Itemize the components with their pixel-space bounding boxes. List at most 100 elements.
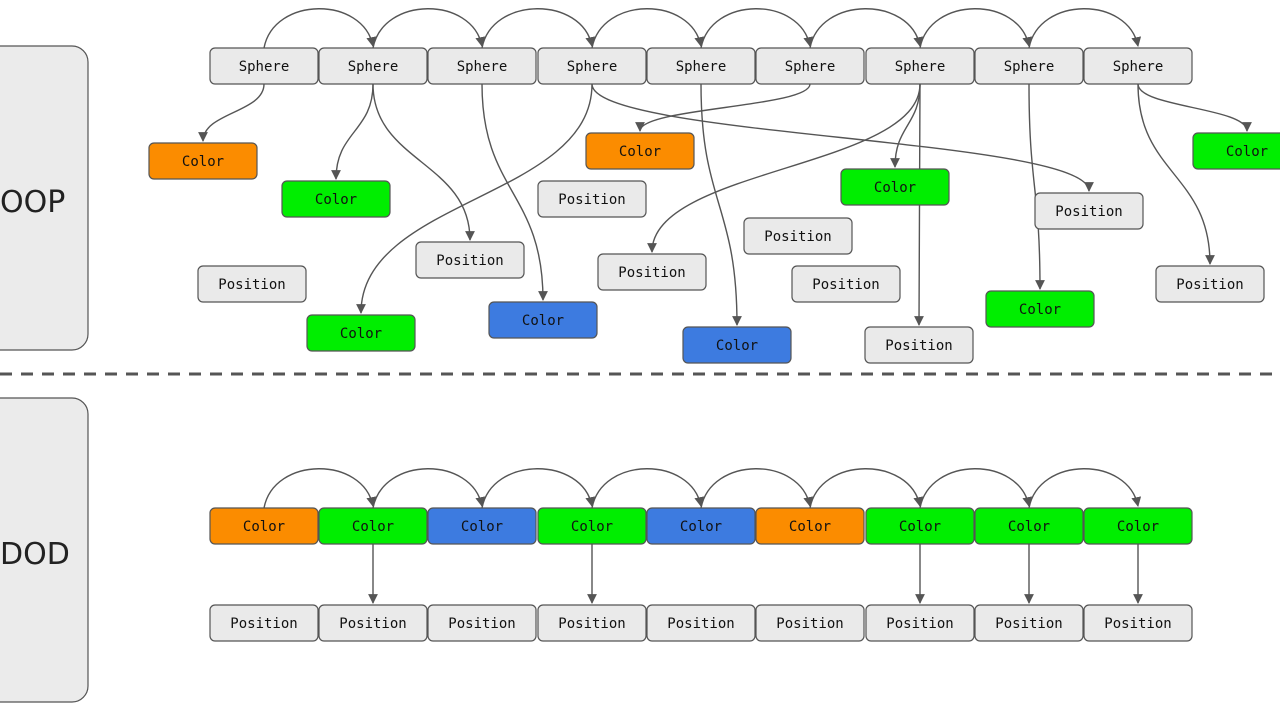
color-node-label: Color (1226, 144, 1268, 160)
color-node-box (985, 290, 1095, 328)
dod-position-node-label: Position (995, 616, 1062, 632)
dod-color-node: Color (974, 507, 1084, 545)
sphere-node: Sphere (974, 47, 1084, 85)
dod-position-node: Position (427, 604, 537, 642)
sphere-node-box (1083, 47, 1193, 85)
sphere-node-label: Sphere (1004, 59, 1055, 75)
dod-position-node-label: Position (1104, 616, 1171, 632)
position-node: Position (197, 265, 307, 303)
sphere-component-arrow (1137, 83, 1252, 132)
dod-position-node: Position (865, 604, 975, 642)
color-node-box (281, 180, 391, 218)
sphere-link-arrow (919, 8, 1033, 49)
color-link-arrow (700, 468, 814, 509)
dod-position-node-box (755, 604, 865, 642)
position-node-label: Position (764, 229, 831, 245)
dod-color-node-box (537, 507, 647, 545)
sphere-component-arrow (1137, 83, 1215, 265)
color-node-box (306, 314, 416, 352)
dod-position-node: Position (755, 604, 865, 642)
dod-position-node-label: Position (558, 616, 625, 632)
dod-position-node-label: Position (230, 616, 297, 632)
color-link-arrow (481, 468, 596, 509)
sphere-component-arrow (356, 83, 593, 314)
dod-color-node-box (646, 507, 756, 545)
color-node-label: Color (182, 154, 224, 170)
color-node-box (682, 326, 792, 364)
dod-position-node: Position (974, 604, 1084, 642)
position-node-label: Position (436, 253, 503, 269)
oop-panel (0, 45, 89, 351)
dod-color-node: Color (318, 507, 428, 545)
position-node: Position (743, 217, 853, 255)
sphere-link-arrow (372, 8, 486, 49)
sphere-node-label: Sphere (676, 59, 727, 75)
dod-position-node: Position (1083, 604, 1193, 642)
color-node: Color (488, 301, 598, 339)
color-node: Color (148, 142, 258, 180)
position-node: Position (415, 241, 525, 279)
sphere-link-arrow (700, 8, 814, 49)
dod-position-node-label: Position (448, 616, 515, 632)
position-node-box (743, 217, 853, 255)
position-node: Position (1155, 265, 1265, 303)
sphere-component-arrow (372, 83, 475, 241)
position-node: Position (597, 253, 707, 291)
sphere-component-arrow (647, 83, 921, 253)
sphere-node: Sphere (646, 47, 756, 85)
dod-position-node: Position (209, 604, 319, 642)
color-node: Color (840, 168, 950, 206)
position-node: Position (864, 326, 974, 364)
position-node-box (415, 241, 525, 279)
dod-position-node-box (974, 604, 1084, 642)
sphere-node-label: Sphere (785, 59, 836, 75)
sphere-component-arrow (890, 83, 921, 168)
position-node-box (1155, 265, 1265, 303)
position-node-box (537, 180, 647, 218)
dod-position-node-box (427, 604, 537, 642)
dod-color-node-label: Color (899, 519, 941, 535)
sphere-node-label: Sphere (239, 59, 290, 75)
dod-position-node: Position (646, 604, 756, 642)
sphere-component-arrow (198, 83, 265, 142)
dod-color-node: Color (646, 507, 756, 545)
sphere-node-label: Sphere (895, 59, 946, 75)
sphere-node-box (209, 47, 319, 85)
color-link-arrow (591, 468, 705, 509)
sphere-node: Sphere (318, 47, 428, 85)
dod-color-node: Color (537, 507, 647, 545)
dod-position-node-box (209, 604, 319, 642)
color-link-arrow (263, 468, 377, 509)
dod-color-node: Color (755, 507, 865, 545)
color-link-arrow (1028, 468, 1142, 509)
sphere-node-label: Sphere (348, 59, 399, 75)
position-node-label: Position (1176, 277, 1243, 293)
position-node: Position (791, 265, 901, 303)
sphere-component-arrow (481, 83, 548, 301)
dod-color-node-label: Color (680, 519, 722, 535)
sphere-node-box (318, 47, 428, 85)
sphere-component-arrow (331, 83, 374, 180)
dod-color-node-label: Color (461, 519, 503, 535)
sphere-component-arrow (591, 83, 1094, 192)
sphere-node-label: Sphere (457, 59, 508, 75)
dod-position-node-box (537, 604, 647, 642)
dod-color-node: Color (865, 507, 975, 545)
position-node: Position (1034, 192, 1144, 230)
dod-color-node: Color (209, 507, 319, 545)
position-node-label: Position (618, 265, 685, 281)
sphere-node-label: Sphere (1113, 59, 1164, 75)
position-node-box (864, 326, 974, 364)
dod-color-node-label: Color (789, 519, 831, 535)
color-node-box (1192, 132, 1280, 170)
sphere-node: Sphere (755, 47, 865, 85)
dod-position-node-box (318, 604, 428, 642)
dod-label: DOD (0, 537, 70, 572)
color-node-label: Color (716, 338, 758, 354)
color-link-arrow (372, 468, 486, 509)
position-node-box (791, 265, 901, 303)
sphere-node-box (755, 47, 865, 85)
sphere-link-arrow (809, 8, 924, 49)
dod-position-node-box (865, 604, 975, 642)
